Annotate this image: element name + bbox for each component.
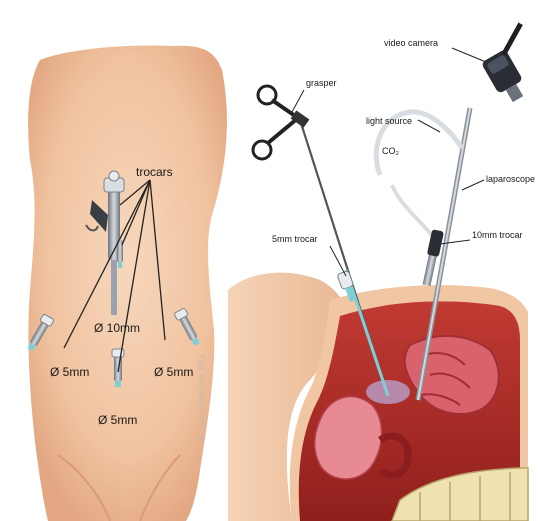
trocar-10mm-label: 10mm trocar bbox=[472, 230, 523, 240]
video-camera-label: video camera bbox=[384, 38, 438, 48]
trocar-5mm-label: 5mm trocar bbox=[272, 234, 318, 244]
co2-tube bbox=[392, 185, 436, 240]
trocar-size-bottom: Ø 5mm bbox=[98, 413, 137, 427]
trocar-size-center: Ø 10mm bbox=[94, 321, 140, 335]
abdomen-front-view bbox=[28, 46, 227, 521]
torso-skin bbox=[28, 46, 227, 521]
light-source-label: light source bbox=[366, 116, 412, 126]
abdomen-cross-section bbox=[228, 273, 528, 521]
trocar-size-right: Ø 5mm bbox=[154, 365, 193, 379]
watermark: © www.medista.uk 2011 bbox=[197, 354, 206, 440]
grasper-label: grasper bbox=[306, 78, 337, 88]
trocar-size-left: Ø 5mm bbox=[50, 365, 89, 379]
trocars-label: trocars bbox=[136, 165, 173, 179]
laparoscope-label: laparoscope bbox=[486, 174, 535, 184]
video-camera-icon bbox=[474, 24, 538, 106]
co2-label: CO₂ bbox=[382, 146, 400, 156]
